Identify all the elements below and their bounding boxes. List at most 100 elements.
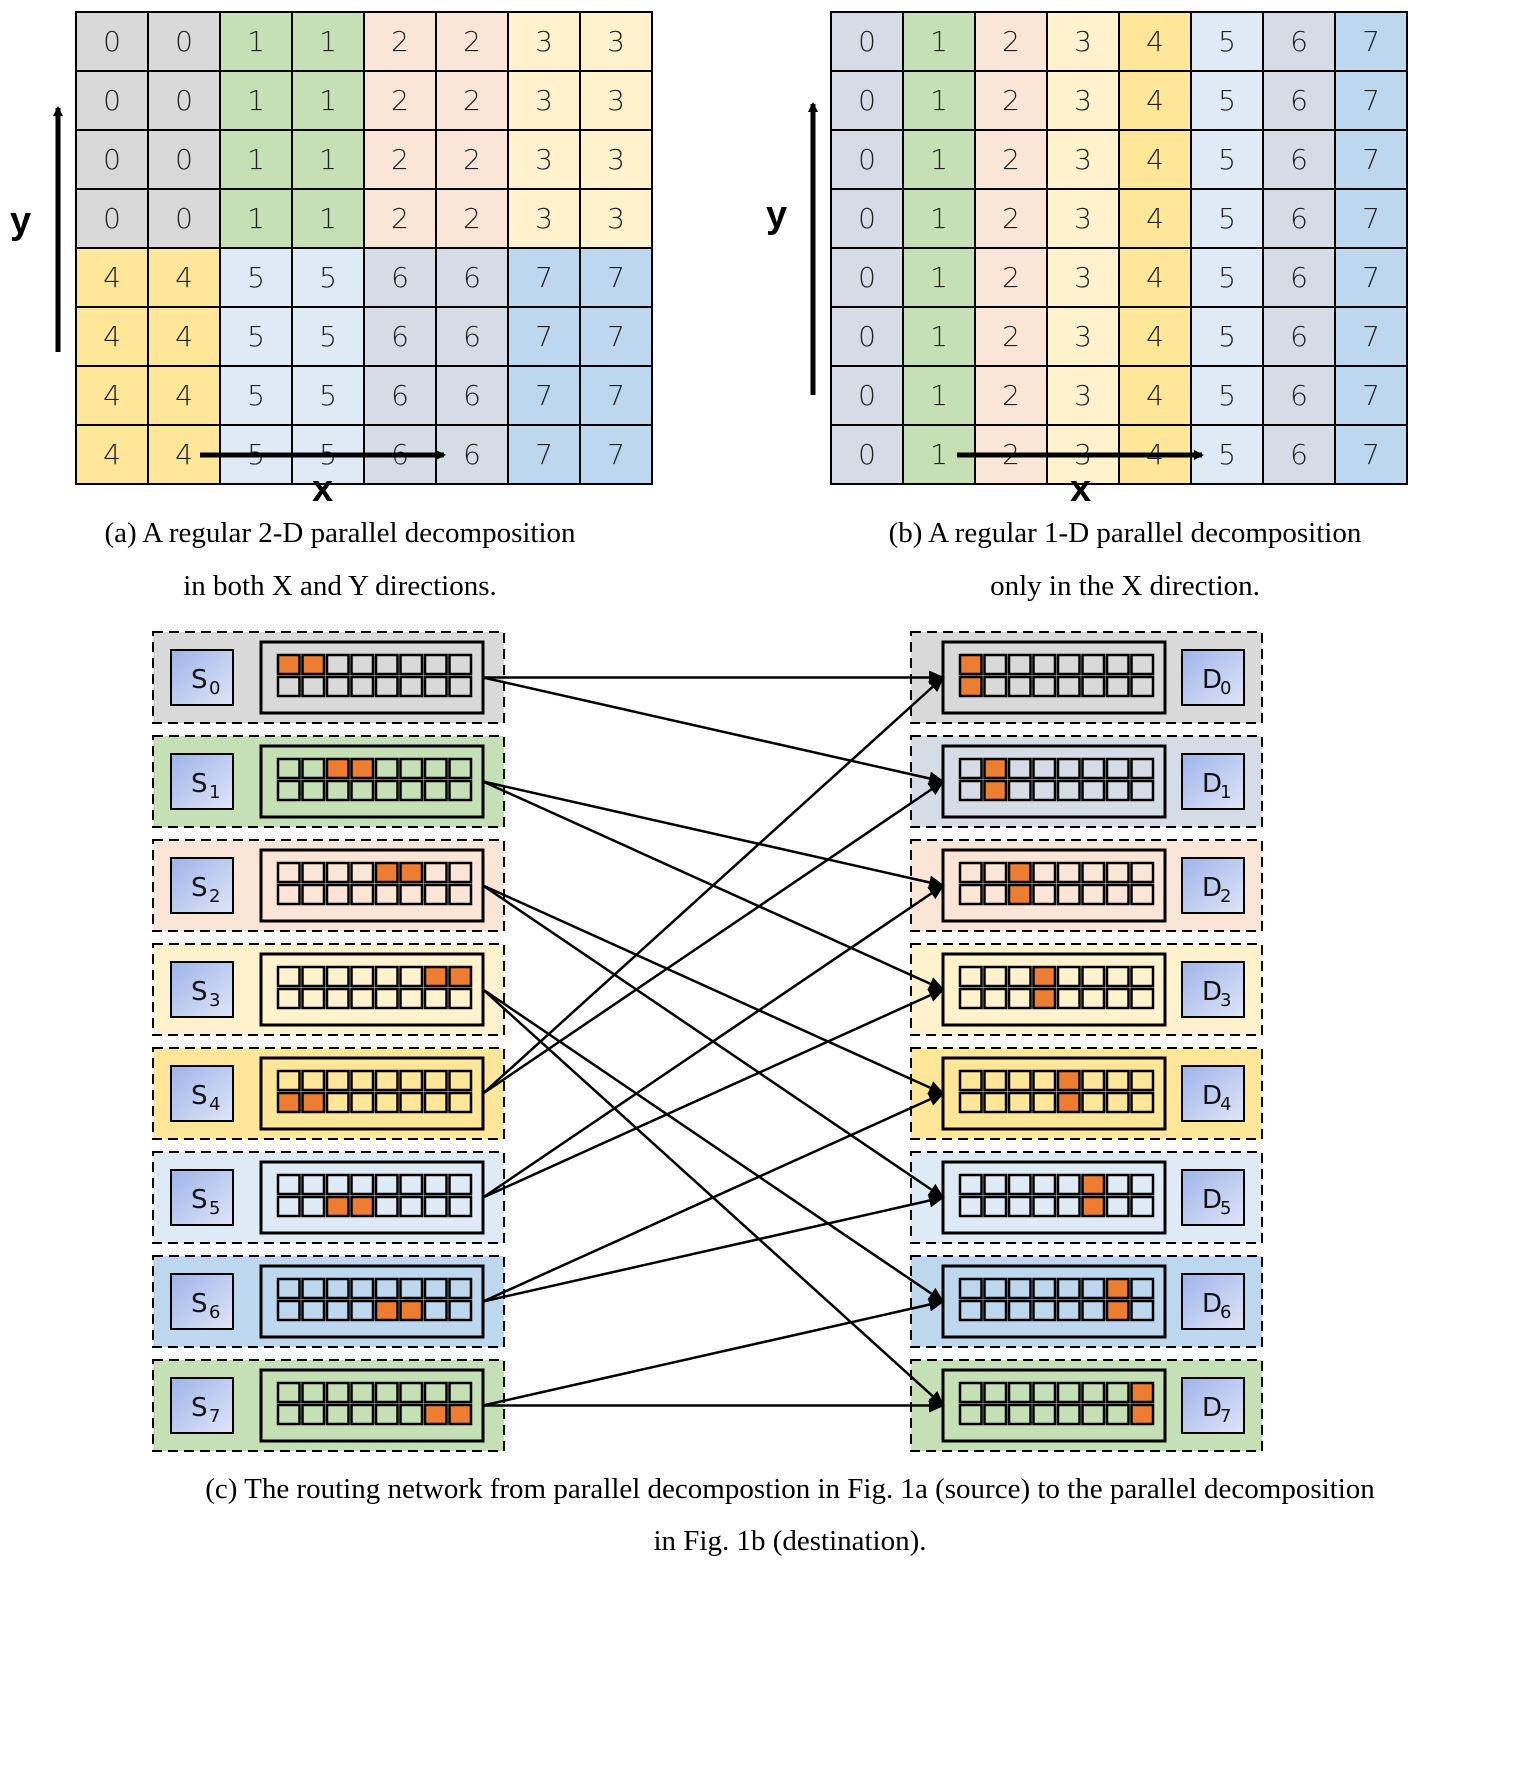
process-index: 1 bbox=[209, 782, 220, 803]
buffer-cell bbox=[1081, 1403, 1106, 1426]
buffer-cell bbox=[374, 1277, 399, 1300]
buffer-cell bbox=[1056, 861, 1081, 884]
process-label: D bbox=[1202, 1081, 1222, 1111]
process-label: S bbox=[191, 1081, 208, 1111]
panel-a-cell: 0 bbox=[75, 70, 149, 131]
panel-a-cell: 0 bbox=[147, 129, 221, 190]
buffer-cell bbox=[374, 883, 399, 906]
buffer-cell bbox=[276, 1195, 301, 1218]
buffer-cell bbox=[1007, 675, 1032, 698]
buffer-cell bbox=[983, 861, 1008, 884]
buffer-cell bbox=[276, 987, 301, 1010]
buffer-cell bbox=[423, 1299, 448, 1322]
panel-b-cell: 6 bbox=[1262, 247, 1336, 308]
buffer-cell bbox=[983, 1403, 1008, 1426]
buffer-cell bbox=[350, 883, 375, 906]
panel-b-cell: 5 bbox=[1190, 129, 1264, 190]
buffer-cell bbox=[325, 653, 350, 676]
buffer-cell bbox=[276, 861, 301, 884]
route-arrow-s3-d6 bbox=[482, 988, 945, 1303]
panel-b-cell: 0 bbox=[830, 188, 904, 249]
buffer-cell bbox=[350, 675, 375, 698]
panel-a-cell: 3 bbox=[507, 11, 581, 72]
panel-b-cell: 1 bbox=[902, 70, 976, 131]
buffer-cell bbox=[1032, 1091, 1057, 1114]
buffer-cell bbox=[448, 675, 473, 698]
panel-a-cell: 1 bbox=[219, 188, 293, 249]
panel-b-cell: 6 bbox=[1262, 424, 1336, 485]
buffer-cell bbox=[958, 1403, 983, 1426]
buffer-cell bbox=[958, 965, 983, 988]
panel-a-cell: 4 bbox=[75, 306, 149, 367]
panel-b-cell: 4 bbox=[1118, 11, 1192, 72]
buffer-cell bbox=[1081, 987, 1106, 1010]
buffer-cell-highlighted bbox=[1056, 1069, 1081, 1092]
panel-b-caption-line2: only in the X direction. bbox=[990, 570, 1260, 602]
buffer-cell bbox=[1105, 1173, 1130, 1196]
panel-a-cell: 1 bbox=[291, 129, 365, 190]
buffer-cell bbox=[1032, 1195, 1057, 1218]
destination-1: D1 bbox=[910, 735, 1263, 828]
buffer-cell bbox=[301, 1299, 326, 1322]
process-node bbox=[170, 961, 234, 1018]
buffer-cell bbox=[325, 779, 350, 802]
buffer-cell bbox=[325, 987, 350, 1010]
buffer-cell bbox=[983, 1091, 1008, 1114]
buffer-cell bbox=[374, 1173, 399, 1196]
buffer-cell bbox=[1130, 987, 1155, 1010]
buffer-cell bbox=[1105, 757, 1130, 780]
buffer-cell bbox=[301, 861, 326, 884]
buffer-cell bbox=[374, 1403, 399, 1426]
panel-b-cell: 7 bbox=[1334, 306, 1408, 367]
route-arrow-s4-d0 bbox=[482, 676, 945, 1095]
buffer-cell bbox=[423, 861, 448, 884]
buffer-cell-highlighted bbox=[983, 757, 1008, 780]
panel-b-cell: 1 bbox=[902, 11, 976, 72]
panel-a-cell: 5 bbox=[291, 365, 365, 426]
panel-b-cell: 7 bbox=[1334, 247, 1408, 308]
buffer-cell bbox=[958, 861, 983, 884]
buffer-cell bbox=[276, 1277, 301, 1300]
buffer-cell bbox=[276, 1299, 301, 1322]
buffer-cell bbox=[958, 1299, 983, 1322]
destination-5: D5 bbox=[910, 1151, 1263, 1244]
panel-a-cell: 3 bbox=[579, 129, 653, 190]
buffer-cell bbox=[301, 1195, 326, 1218]
buffer-cell bbox=[325, 1091, 350, 1114]
buffer-cell bbox=[350, 653, 375, 676]
buffer-cell bbox=[423, 1091, 448, 1114]
buffer-cell bbox=[983, 1069, 1008, 1092]
panel-a-cell: 5 bbox=[291, 247, 365, 308]
buffer-cell-highlighted bbox=[1105, 1299, 1130, 1322]
buffer-cell bbox=[1007, 1381, 1032, 1404]
buffer-cell-highlighted bbox=[350, 757, 375, 780]
buffer-cell bbox=[301, 1381, 326, 1404]
buffer-cell bbox=[350, 987, 375, 1010]
panel-a-cell: 7 bbox=[507, 424, 581, 485]
route-arrow-s7-d6 bbox=[482, 1297, 945, 1407]
panel-b-caption-line1: (b) A regular 1-D parallel decomposition bbox=[888, 517, 1362, 549]
panel-b-cell: 4 bbox=[1118, 247, 1192, 308]
buffer-cell bbox=[983, 1381, 1008, 1404]
panel-b-cell: 3 bbox=[1046, 365, 1120, 426]
buffer-cell bbox=[1032, 1403, 1057, 1426]
buffer-cell bbox=[423, 757, 448, 780]
route-arrow-s6-d4 bbox=[482, 1092, 945, 1303]
buffer-cell-highlighted bbox=[1032, 965, 1057, 988]
buffer-cell bbox=[1081, 675, 1106, 698]
panel-a-cell: 0 bbox=[147, 11, 221, 72]
panel-a-x-label: x bbox=[312, 468, 334, 510]
buffer-cell bbox=[983, 1299, 1008, 1322]
buffer-cell bbox=[448, 1381, 473, 1404]
panel-a-caption-line1: (a) A regular 2-D parallel decomposition bbox=[104, 517, 576, 549]
buffer-cell bbox=[350, 1299, 375, 1322]
